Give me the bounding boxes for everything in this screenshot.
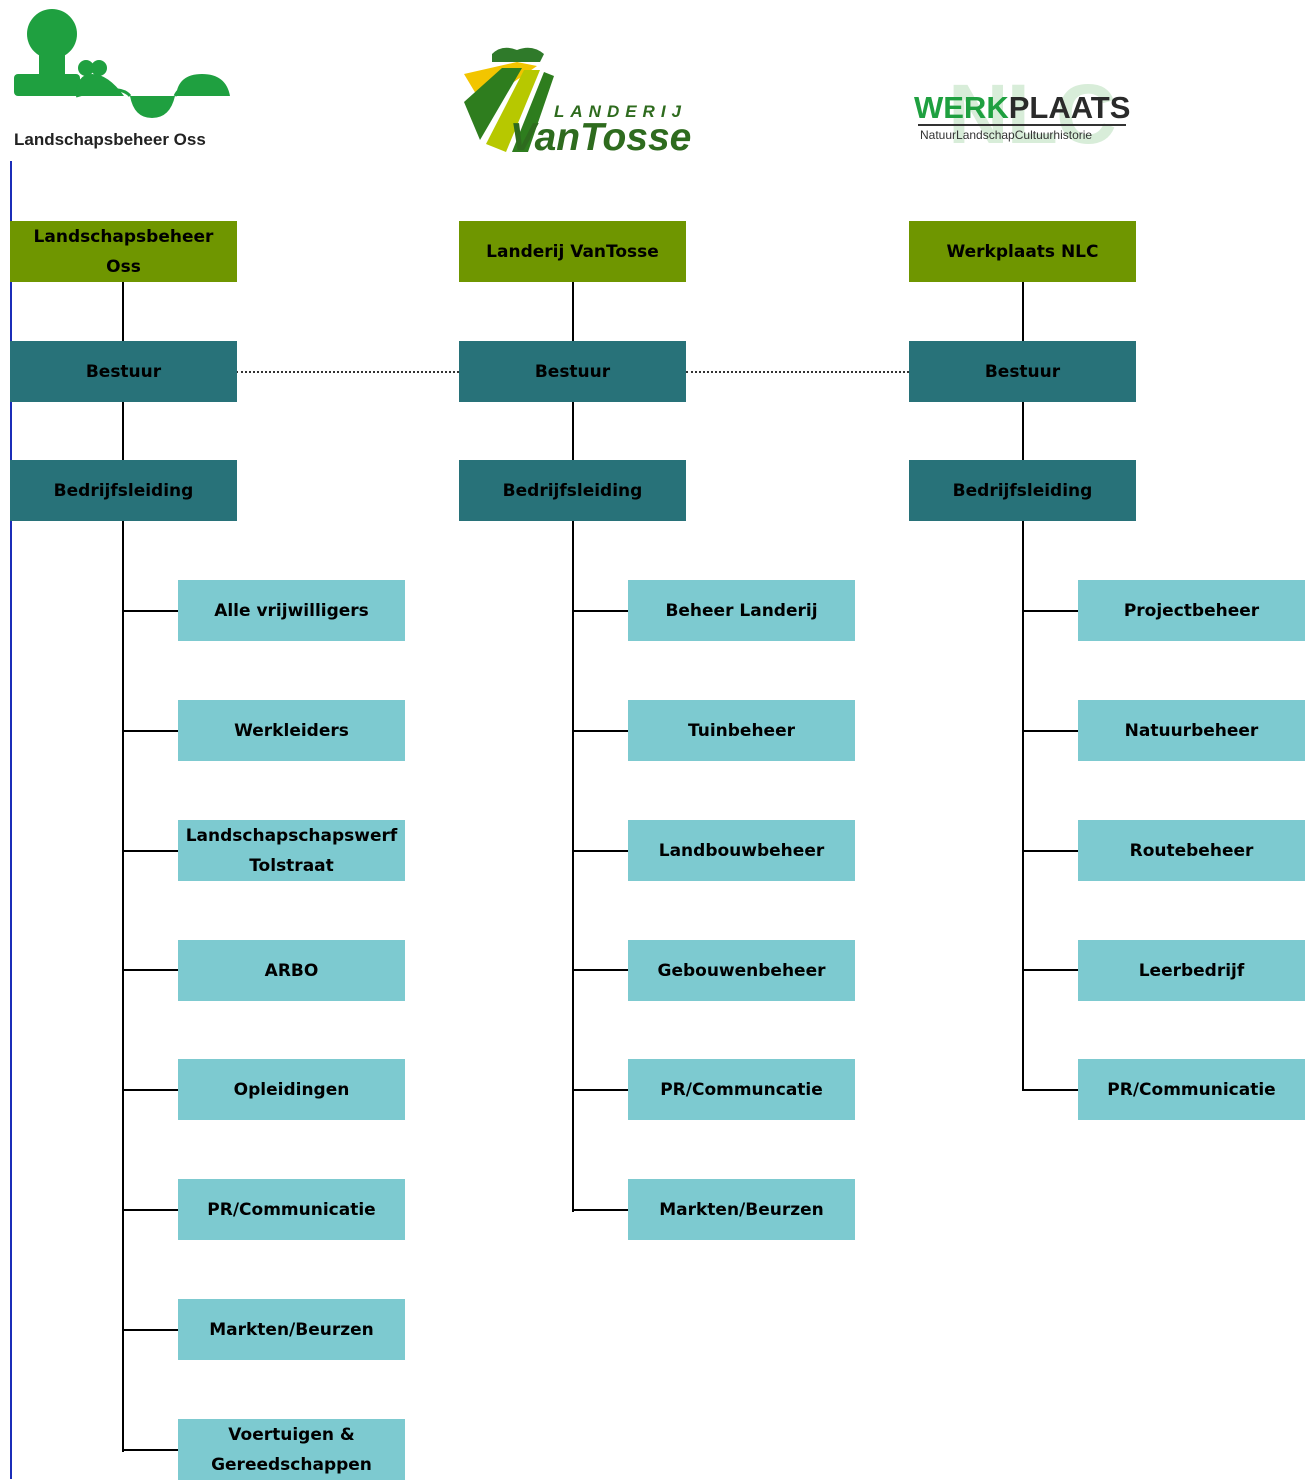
connector xyxy=(122,402,124,462)
vt-logo-top-text: LANDERIJ xyxy=(554,102,688,121)
connector xyxy=(1022,969,1078,971)
bedrijfsleiding-box: Bedrijfsleiding xyxy=(909,460,1136,521)
lbo-logo-text: Landschapsbeheer Oss xyxy=(14,130,206,149)
org-box-werkplaats-nlc: Werkplaats NLC xyxy=(909,221,1136,282)
connector xyxy=(1022,1089,1078,1091)
connector xyxy=(122,1449,178,1451)
board-link-2-3 xyxy=(686,371,909,373)
bestuur-box: Bestuur xyxy=(459,341,686,402)
dept-tuinbeheer: Tuinbeheer xyxy=(628,700,855,761)
connector xyxy=(572,610,628,612)
board-link-1-2 xyxy=(236,371,459,373)
connector xyxy=(122,1089,178,1091)
dept-gebouwenbeheer: Gebouwenbeheer xyxy=(628,940,855,1001)
bedrijfsleiding-box: Bedrijfsleiding xyxy=(459,460,686,521)
vt-logo-bottom-text: VanTosse xyxy=(510,116,692,159)
dept-routebeheer: Routebeheer xyxy=(1078,820,1305,881)
dept-pr-communicatie: PR/Communicatie xyxy=(1078,1059,1305,1120)
dept-beheer-landerij: Beheer Landerij xyxy=(628,580,855,641)
wp-logo-title-part1: WERK xyxy=(914,90,1009,125)
wp-logo-subtitle: NatuurLandschapCultuurhistorie xyxy=(920,128,1093,142)
connector xyxy=(1022,850,1078,852)
landschapsbeheer-oss-logo: Landschapsbeheer Oss xyxy=(10,8,240,158)
connector xyxy=(572,969,628,971)
connector xyxy=(122,850,178,852)
connector xyxy=(1022,730,1078,732)
connector xyxy=(122,730,178,732)
page-margin-rule xyxy=(10,161,12,1479)
org-box-landschapsbeheer-oss: Landschapsbeheer Oss xyxy=(10,221,237,282)
wp-logo-watermark: NLC xyxy=(948,67,1117,161)
wp-logo-underline xyxy=(918,124,1126,126)
landerij-vantosse-logo: LANDERIJ VanTosse xyxy=(462,44,692,159)
dept-markten-beurzen: Markten/Beurzen xyxy=(628,1179,855,1240)
dept-leerbedrijf: Leerbedrijf xyxy=(1078,940,1305,1001)
connector xyxy=(572,730,628,732)
bestuur-box: Bestuur xyxy=(10,341,237,402)
dept-markten-beurzen: Markten/Beurzen xyxy=(178,1299,405,1360)
dept-voertuigen-gereedschappen: Voertuigen & Gereedschappen xyxy=(178,1419,405,1480)
connector xyxy=(122,610,178,612)
wp-logo-title-part2: PLAATS xyxy=(1008,90,1131,125)
dept-arbo: ARBO xyxy=(178,940,405,1001)
field-rows-icon xyxy=(464,47,554,152)
connector xyxy=(572,1089,628,1091)
dept-natuurbeheer: Natuurbeheer xyxy=(1078,700,1305,761)
connector xyxy=(122,1209,178,1211)
dept-pr-communicatie: PR/Communicatie xyxy=(178,1179,405,1240)
bedrijfsleiding-box: Bedrijfsleiding xyxy=(10,460,237,521)
connector xyxy=(122,969,178,971)
tree-landscape-icon xyxy=(14,9,230,118)
connector xyxy=(572,402,574,462)
connector xyxy=(122,282,124,342)
dept-projectbeheer: Projectbeheer xyxy=(1078,580,1305,641)
connector xyxy=(122,520,124,1452)
connector xyxy=(572,282,574,342)
connector xyxy=(572,850,628,852)
connector xyxy=(572,1209,628,1211)
connector xyxy=(1022,610,1078,612)
bestuur-box: Bestuur xyxy=(909,341,1136,402)
connector xyxy=(572,520,574,1212)
connector xyxy=(1022,520,1024,1091)
dept-landschapswerf-tolstraat: Landschapschapswerf Tolstraat xyxy=(178,820,405,881)
dept-opleidingen: Opleidingen xyxy=(178,1059,405,1120)
connector xyxy=(1022,402,1024,462)
dept-pr-communcatie: PR/Communcatie xyxy=(628,1059,855,1120)
org-box-landerij-vantosse: Landerij VanTosse xyxy=(459,221,686,282)
connector xyxy=(122,1329,178,1331)
wp-logo-title: WERKPLAATS xyxy=(914,90,1130,126)
dept-werkleiders: Werkleiders xyxy=(178,700,405,761)
werkplaats-nlc-logo: NLC WERKPLAATS NatuurLandschapCultuurhis… xyxy=(912,67,1142,161)
dept-landbouwbeheer: Landbouwbeheer xyxy=(628,820,855,881)
connector xyxy=(1022,282,1024,342)
dept-alle-vrijwilligers: Alle vrijwilligers xyxy=(178,580,405,641)
